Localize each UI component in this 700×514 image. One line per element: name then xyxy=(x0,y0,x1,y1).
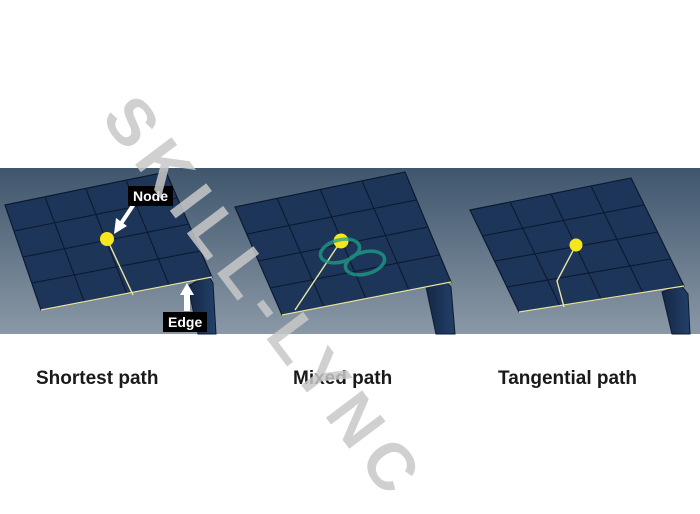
edge-callout-label: Edge xyxy=(163,312,208,332)
panel-mixed xyxy=(234,171,456,335)
caption-tangential-path: Tangential path xyxy=(498,368,637,389)
mesh-lines xyxy=(246,180,440,308)
edge-line xyxy=(518,285,685,313)
mesh-lines xyxy=(481,185,672,307)
plate-flap xyxy=(661,284,691,335)
edge-line xyxy=(40,276,213,311)
arrow-up-icon xyxy=(180,283,194,311)
panel-shortest xyxy=(4,171,217,335)
node-marker xyxy=(100,232,114,246)
panel-tangential xyxy=(469,177,691,335)
node-marker xyxy=(569,238,583,252)
skill-lync-logo xyxy=(318,237,387,277)
path-line xyxy=(294,240,342,311)
path-line xyxy=(106,238,134,296)
path-line xyxy=(556,244,577,308)
node-callout-label: Node xyxy=(128,186,173,206)
arrow-down-left-icon xyxy=(114,202,136,234)
edge-line xyxy=(281,281,452,316)
caption-shortest-path: Shortest path xyxy=(36,368,159,389)
caption-mixed-path: Mixed path xyxy=(293,368,393,389)
